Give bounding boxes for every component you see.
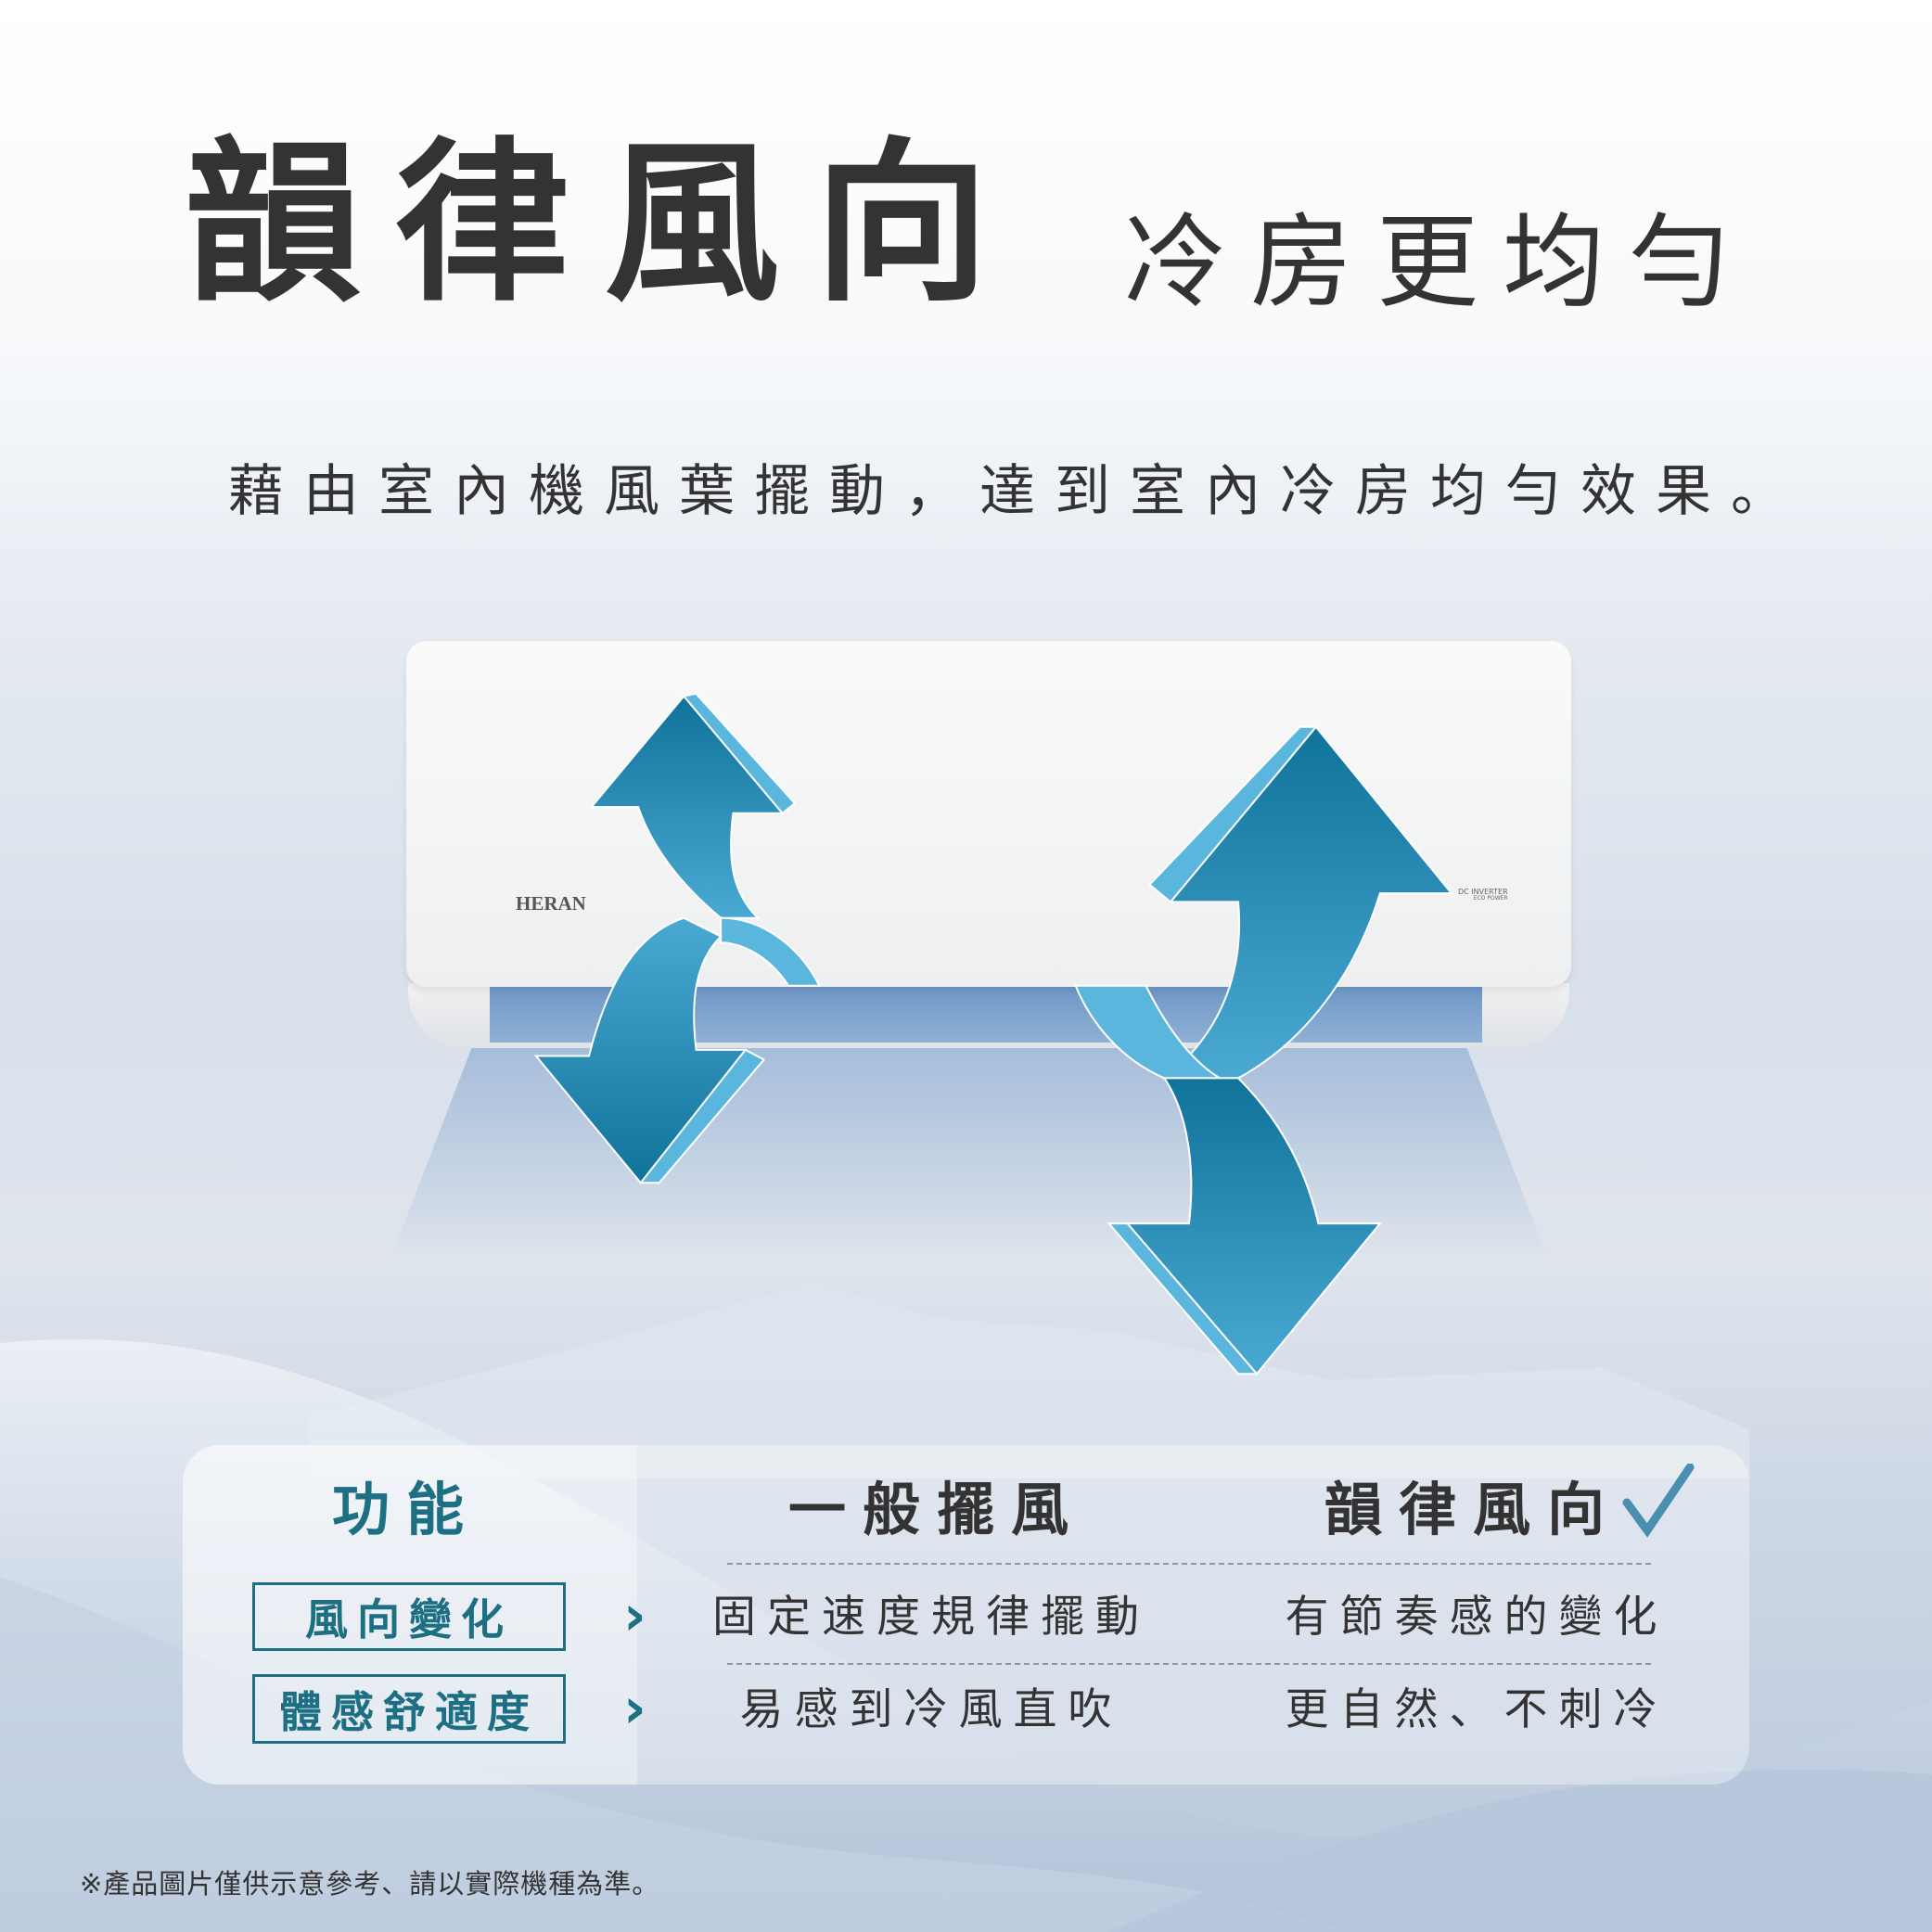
divider: [727, 1563, 1651, 1565]
comparison-table: [183, 1445, 1749, 1785]
check-icon: [1622, 1464, 1695, 1538]
normal-cell: 固定速度規律擺動: [712, 1592, 1150, 1643]
subtitle: 藉由室內機風葉擺動，達到室內冷房均勻效果。: [228, 459, 1806, 524]
rhythm-cell: 更自然、不刺冷: [1285, 1684, 1669, 1735]
headline-tagline: 冷房更均勻: [1124, 203, 1755, 322]
feature-column: [183, 1445, 637, 1785]
brand-logo: HERAN: [516, 892, 586, 915]
arrow-up-left: [589, 695, 785, 919]
arrow-down-left: [533, 916, 748, 1184]
badge-line2: ECO POWER: [1473, 895, 1508, 902]
arrow-up-right: [1161, 725, 1454, 1080]
normal-cell: 易感到冷風直吹: [739, 1684, 1123, 1735]
divider: [727, 1663, 1651, 1665]
chevron-right-icon: ›: [623, 1676, 646, 1741]
header-rhythm-wind: 韻律風向: [1324, 1476, 1622, 1543]
footnote: ※產品圖片僅供示意參考、請以實際機種為準。: [80, 1868, 660, 1900]
header-normal-swing: 一般擺風: [787, 1476, 1086, 1543]
header-feature: 功能: [331, 1476, 481, 1543]
badge-line1: DC INVERTER: [1458, 888, 1508, 896]
arrow-down-right: [1125, 1077, 1382, 1375]
rhythm-cell: 有節奏感的變化: [1285, 1592, 1669, 1643]
swing-arrow-right: [1074, 725, 1454, 1375]
swing-arrow-left: [533, 692, 822, 1184]
chevron-right-icon: ›: [623, 1583, 646, 1648]
feature-label: 體感舒適度: [252, 1674, 566, 1744]
feature-label: 風向變化: [252, 1582, 566, 1651]
headline-title: 韻律風向: [186, 122, 1024, 326]
